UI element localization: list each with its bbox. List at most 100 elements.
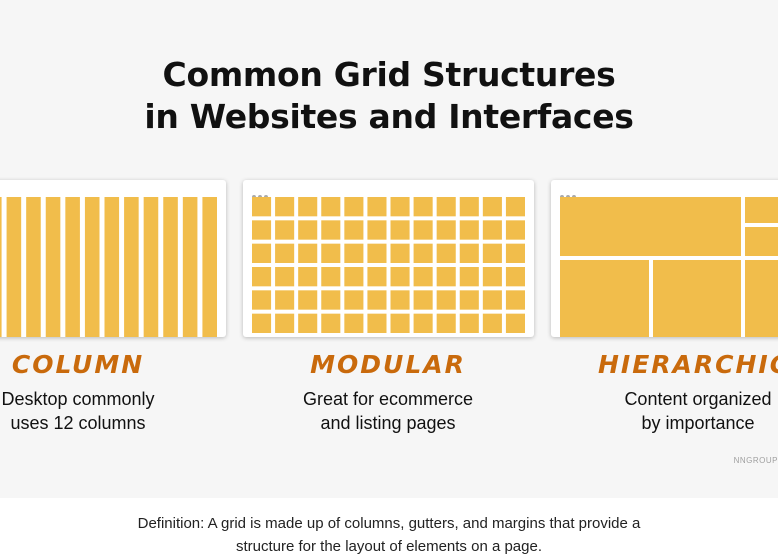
grid-module [482, 290, 502, 310]
grid-module [459, 197, 479, 217]
grid-module [482, 313, 502, 333]
grid-module [298, 267, 318, 287]
grid-module [321, 313, 341, 333]
grid-module [413, 313, 433, 333]
hierarchy-block [745, 227, 778, 256]
nngroup-credit: NNGROUP [733, 456, 778, 465]
grid-module [459, 243, 479, 263]
grid-module [321, 267, 341, 287]
grid-module [321, 220, 341, 240]
hierarchical-grid-card [551, 180, 778, 337]
grid-module [252, 197, 272, 217]
grid-module [459, 220, 479, 240]
grid-module [275, 313, 295, 333]
grid-module [505, 220, 525, 240]
grid-module [505, 267, 525, 287]
grid-module [436, 313, 456, 333]
modular-grid-label: MODULAR [310, 350, 466, 379]
grid-module [344, 313, 364, 333]
modular-grid-description-line-1: Great for ecommerce [302, 389, 474, 409]
grid-module [459, 290, 479, 310]
grid-module [505, 243, 525, 263]
grid-module [321, 243, 341, 263]
grid-module [390, 220, 410, 240]
grid-module [505, 313, 525, 333]
grid-module [413, 220, 433, 240]
grid-module [252, 243, 272, 263]
grid-module [367, 313, 387, 333]
grid-module [436, 197, 456, 217]
grid-column [6, 197, 22, 337]
modular-grid-description: Great for ecommerce and listing pages [288, 387, 488, 435]
grid-module [367, 290, 387, 310]
column-grid-description-line-2: uses 12 columns [10, 413, 146, 433]
grid-column [202, 197, 217, 337]
grid-module [367, 267, 387, 287]
grid-column [65, 197, 80, 337]
definition-text: Definition: A grid is made up of columns… [0, 512, 778, 558]
grid-module [344, 243, 364, 263]
hierarchy-block [560, 260, 649, 337]
grid-column [0, 197, 2, 337]
grid-module [275, 290, 295, 310]
grid-module [459, 313, 479, 333]
hierarchy-block-primary [560, 197, 741, 256]
grid-module [344, 220, 364, 240]
grid-module [459, 267, 479, 287]
grid-module [505, 290, 525, 310]
grid-module [252, 267, 272, 287]
grid-module [413, 290, 433, 310]
page-title: Common Grid Structures in Websites and I… [0, 54, 778, 138]
grid-module [252, 313, 272, 333]
grid-module [482, 220, 502, 240]
grid-module [275, 267, 295, 287]
hierarchical-grid-description-line-2: by importance [641, 413, 755, 433]
grid-module [413, 267, 433, 287]
grid-module [344, 197, 364, 217]
grid-module [482, 267, 502, 287]
grid-module [367, 220, 387, 240]
grid-column [182, 197, 198, 337]
grid-column [163, 197, 178, 337]
grid-module [436, 290, 456, 310]
grid-module [252, 290, 272, 310]
grid-column [104, 197, 120, 337]
modular-grid-description-line-2: and listing pages [320, 413, 456, 433]
grid-module [252, 220, 272, 240]
grid-module [298, 290, 318, 310]
grid-module [275, 197, 295, 217]
grid-column [143, 197, 159, 337]
grid-module [298, 197, 318, 217]
grid-column [124, 197, 139, 337]
grid-module [413, 197, 433, 217]
grid-module [390, 197, 410, 217]
grid-module [413, 243, 433, 263]
modular-grid-card [243, 180, 534, 337]
hierarchy-block [745, 197, 778, 223]
hierarchy-block [745, 260, 778, 337]
grid-module [298, 313, 318, 333]
definition-line-2: structure for the layout of elements on … [235, 538, 542, 555]
hierarchical-grid-description-line-1: Content organized [624, 389, 772, 409]
title-line-1: Common Grid Structures [162, 55, 616, 94]
column-grid-label: COLUMN [11, 350, 145, 379]
grid-module [436, 267, 456, 287]
grid-column [45, 197, 61, 337]
grid-module [367, 243, 387, 263]
grid-module [436, 243, 456, 263]
title-line-2: in Websites and Interfaces [144, 97, 634, 136]
grid-module [367, 197, 387, 217]
modular-grid-illustration [252, 197, 525, 333]
grid-module [505, 197, 525, 217]
grid-module [275, 220, 295, 240]
grid-module [321, 197, 341, 217]
grid-module [344, 267, 364, 287]
grid-module [436, 220, 456, 240]
definition-line-1: Definition: A grid is made up of columns… [137, 515, 641, 532]
grid-module [321, 290, 341, 310]
column-grid-description: Desktop commonly uses 12 columns [0, 387, 178, 435]
hierarchical-grid-label: HIERARCHICAL [598, 350, 778, 379]
grid-column [26, 197, 41, 337]
hierarchical-grid-description: Content organized by importance [598, 387, 778, 435]
grid-module [390, 267, 410, 287]
